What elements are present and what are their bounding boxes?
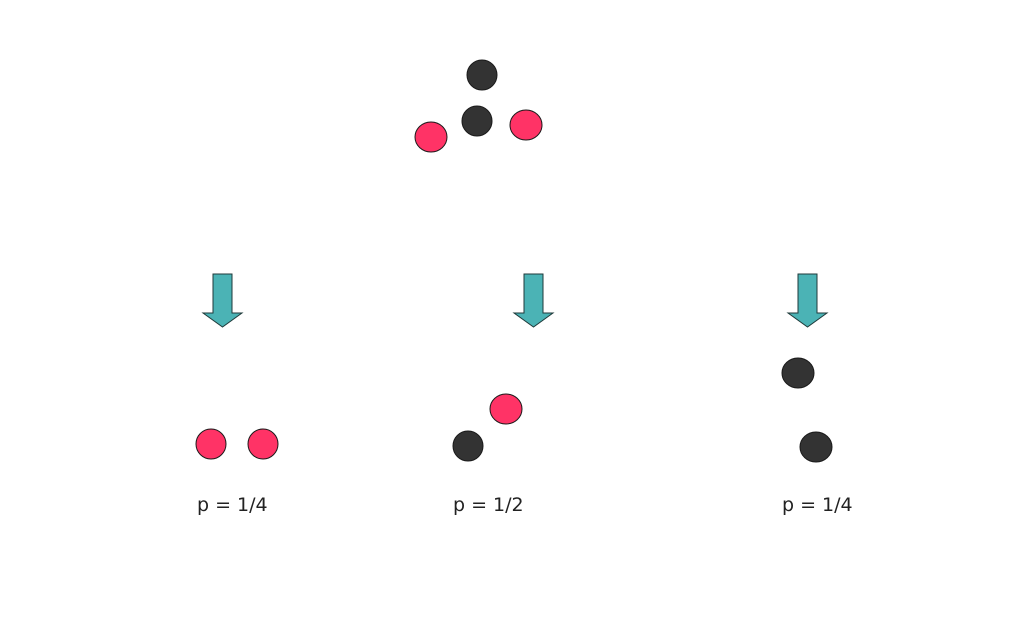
source-ball-4 [509, 109, 543, 141]
outcome-1-probability: p = 1/4 [197, 494, 268, 516]
outcome-red-red: p = 1/4 [195, 428, 279, 516]
outcome-3-ball-2 [799, 431, 833, 463]
outcome-2-ball-2 [489, 393, 523, 425]
outcome-black-red: p = 1/2 [452, 393, 524, 516]
source-ball-2 [461, 105, 493, 137]
down-arrow-left [201, 273, 244, 328]
outcome-1-ball-1 [195, 428, 227, 460]
outcome-3-ball-1 [781, 357, 815, 389]
outcome-1-ball-2 [247, 428, 279, 460]
outcome-black-black: p = 1/4 [781, 357, 853, 516]
source-ball-3 [414, 121, 448, 153]
down-arrow-center [512, 273, 555, 328]
outcome-2-ball-1 [452, 430, 484, 462]
outcome-2-probability: p = 1/2 [453, 494, 524, 516]
source-ball-group [414, 59, 543, 153]
outcome-3-probability: p = 1/4 [782, 494, 853, 516]
down-arrow-right [786, 273, 829, 328]
source-ball-1 [466, 59, 498, 91]
